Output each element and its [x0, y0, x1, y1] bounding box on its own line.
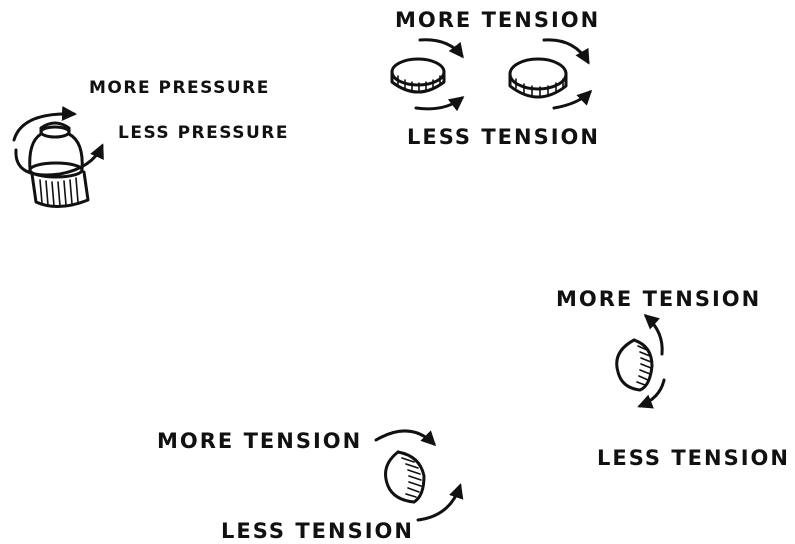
bottom-more-tension-label: MORE TENSION — [157, 431, 362, 452]
bottom-dial-more-arrow-icon — [376, 431, 434, 444]
bottom-dial-less-arrow-icon — [418, 486, 460, 520]
top-more-tension-label: MORE TENSION — [395, 10, 600, 31]
tension-ring-left-icon — [392, 59, 444, 92]
tension-right-more-arrow-icon — [544, 40, 588, 62]
tension-left-more-arrow-icon — [420, 40, 462, 56]
tension-dial-bottom-icon — [386, 452, 424, 502]
top-less-tension-label: LESS TENSION — [407, 127, 600, 148]
right-more-tension-label: MORE TENSION — [556, 289, 761, 310]
less-pressure-label: LESS PRESSURE — [118, 125, 289, 142]
more-pressure-label: MORE PRESSURE — [89, 80, 270, 97]
tension-dial-right-icon — [617, 340, 652, 390]
bottom-less-tension-label: LESS TENSION — [221, 521, 414, 542]
tension-right-less-arrow-icon — [554, 92, 590, 108]
tension-left-less-arrow-icon — [416, 98, 462, 109]
pressure-knob-icon — [30, 123, 88, 207]
tension-ring-right-icon — [510, 59, 566, 97]
right-less-tension-label: LESS TENSION — [597, 448, 790, 469]
